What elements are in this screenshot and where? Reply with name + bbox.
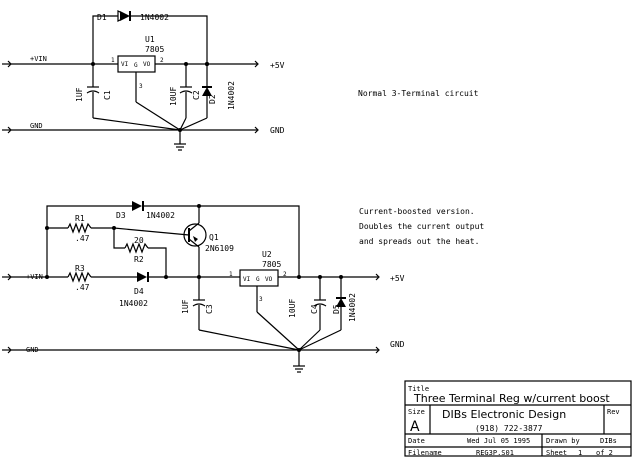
d2-diode [202,64,212,118]
lower-gnd-label-left: GND [26,346,39,354]
c3-value: 1UF [181,299,190,314]
r3-ref: R3 [75,264,85,273]
upper-ground-lines [92,101,208,151]
drawing-title: Three Terminal Reg w/current boost [413,392,610,405]
sheet-number: 1 [578,449,582,457]
c4-value: 10UF [288,299,297,318]
size-value: A [410,419,420,435]
u1-pin-g: G [134,62,138,69]
upper-vin-net [2,60,118,68]
lower-note-line-3: and spreads out the heat. [359,237,479,246]
d4-diode [137,272,240,282]
d3-part: 1N4002 [146,211,175,220]
d1-part: 1N4002 [140,13,169,22]
d5-ref: D5 [332,304,341,314]
lower-out-net [278,273,380,281]
u2-ref: U2 [262,250,272,259]
u1-regulator: VI G VO 1 2 3 [111,55,164,102]
u2-pin1: 1 [229,271,233,278]
d1-diode [92,10,208,64]
lower-note-line-2: Doubles the current output [359,222,484,231]
u1-pin-vi: VI [121,61,129,68]
d1-diode-body [120,11,130,21]
company-name: DIBs Electronic Design [442,408,566,421]
u2-regulator: VI G VO 1 2 3 [229,269,287,312]
c1-capacitor [86,64,100,118]
upper-gnd-label-right: GND [270,126,285,135]
c1-ref: C1 [103,90,112,100]
upper-vin-label: +VIN [30,55,47,63]
d5-diode [336,277,346,330]
lower-ground-lines [198,311,342,373]
r3-resistor [67,271,137,283]
filename-value: REG3P.S01 [476,449,514,457]
d4-ref: D4 [134,287,144,296]
u1-ref: U1 [145,35,155,44]
u1-part: 7805 [145,45,164,54]
upper-5v-label: +5V [270,61,285,70]
u2-pin2: 2 [283,271,287,278]
title-label: Title [408,385,429,393]
sheet-of: of 2 [596,449,613,457]
company-phone: (918) 722-3877 [475,424,543,433]
r1-resistor [47,222,114,234]
upper-gnd-label-left: GND [30,122,43,130]
c3-capacitor [192,277,206,330]
u2-pin3: 3 [259,296,263,303]
c1-value: 1UF [75,87,84,102]
lower-gnd-label-right: GND [390,340,405,349]
r1-ref: R1 [75,214,85,223]
r2-resistor [113,228,167,277]
c4-ref: C4 [310,304,319,314]
upper-circuit: +VIN D1 1N4002 VI G VO 1 2 3 U1 7805 [2,10,479,151]
c2-value: 10UF [169,87,178,106]
u2-part: 7805 [262,260,281,269]
lower-note-line-1: Current-boosted version. [359,207,475,216]
d1-ref: D1 [97,13,107,22]
upper-gnd-net [2,126,259,134]
c4-capacitor [313,277,327,330]
rev-label: Rev [607,408,620,416]
c2-capacitor [179,64,193,118]
lower-vin-label: +VIN [26,273,43,281]
u1-pin3: 3 [139,83,143,90]
size-label: Size [408,408,425,416]
d3-ref: D3 [116,211,126,220]
u2-pin-vo: VO [265,276,273,283]
u2-pin-vi: VI [243,276,251,283]
date-label: Date [408,437,425,445]
lower-circuit: D3 1N4002 R1 .47 20 R2 [2,201,484,373]
q1-ref: Q1 [209,233,219,242]
sheet-label: Sheet [546,449,567,457]
u1-pin-vo: VO [143,61,151,68]
lower-vin-net [2,273,68,281]
r2-ref: R2 [134,255,144,264]
r1-value: .47 [75,234,90,243]
filename-label: Filename [408,449,442,457]
drawn-by-value: DIBs [600,437,617,445]
c2-ref: C2 [192,90,201,100]
u1-pin1: 1 [111,57,115,64]
d4-part: 1N4002 [119,299,148,308]
drawn-by-label: Drawn by [546,437,580,445]
r3-value: .47 [75,283,90,292]
d5-part: 1N4002 [348,293,357,322]
q1-transistor [113,206,207,277]
upper-note: Normal 3-Terminal circuit [358,89,479,98]
c3-ref: C3 [205,304,214,314]
r2-value: 20 [134,236,144,245]
u2-pin-g: G [256,276,260,283]
d2-ref: D2 [208,94,217,104]
lower-gnd-net [2,346,380,354]
date-value: Wed Jul 05 1995 [467,437,530,445]
q1-part: 2N6109 [205,244,234,253]
title-block: Title Three Terminal Reg w/current boost… [404,380,632,457]
u1-pin2: 2 [160,57,164,64]
d3-diode [46,201,300,277]
lower-5v-label: +5V [390,274,405,283]
d2-part: 1N4002 [227,81,236,110]
